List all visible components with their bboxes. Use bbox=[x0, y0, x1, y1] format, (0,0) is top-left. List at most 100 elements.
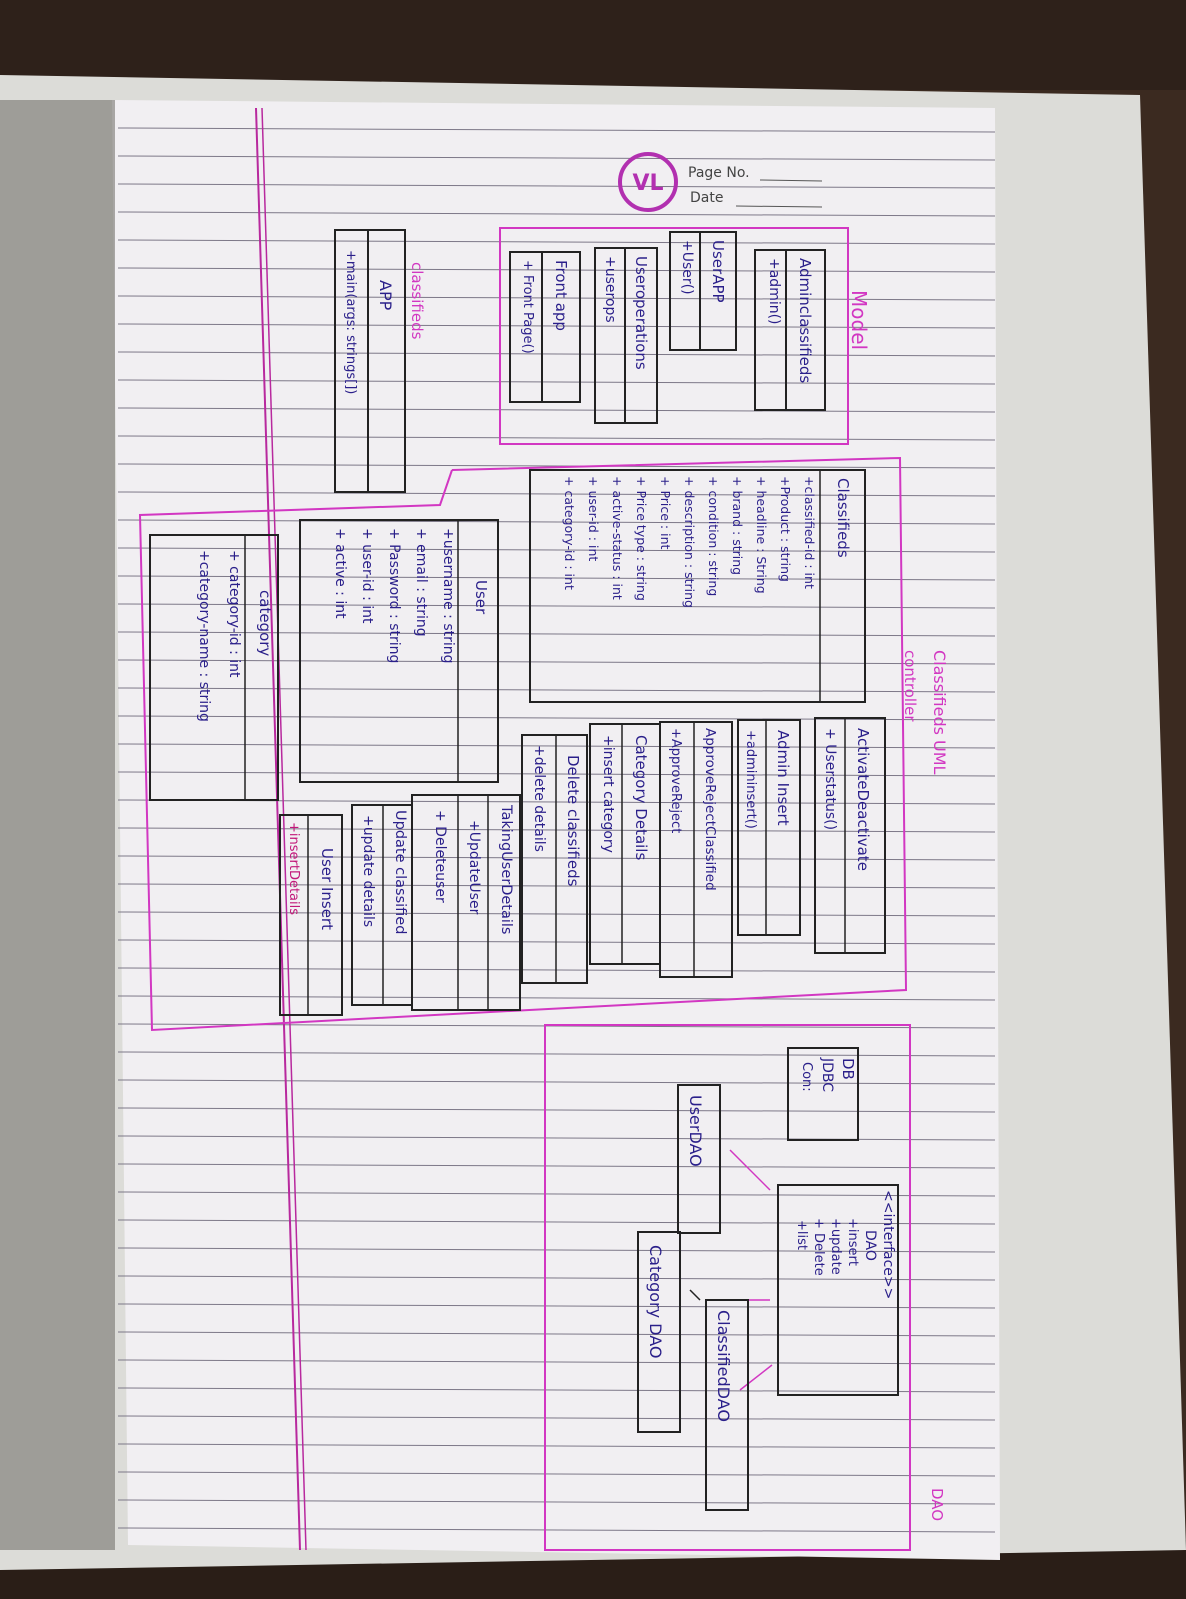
rule-line bbox=[117, 1415, 996, 1421]
class-member: + category-id : int bbox=[562, 476, 577, 590]
rule-line bbox=[117, 1247, 996, 1253]
class-name: User Insert bbox=[318, 848, 336, 930]
db-line: DB bbox=[839, 1058, 857, 1080]
class-name: Delete classifieds bbox=[564, 755, 582, 887]
rule-line bbox=[117, 1107, 996, 1113]
class-member: + Deleteuser bbox=[432, 810, 448, 903]
class-member: +admininsert() bbox=[743, 730, 758, 829]
class-member: + Front Page() bbox=[520, 260, 535, 354]
rule-line bbox=[117, 631, 996, 637]
class-userapp: UserAPP +User() bbox=[669, 231, 737, 351]
class-adminclassifieds: Adminclassifieds +admin() bbox=[754, 249, 826, 411]
rule-line bbox=[117, 1387, 996, 1393]
dao-categorydao: Category DAO bbox=[637, 1231, 681, 1433]
class-member: + email : string bbox=[413, 528, 429, 637]
date-label: Date bbox=[690, 190, 723, 206]
rule-line bbox=[117, 1331, 996, 1337]
class-name: Useroperations bbox=[632, 256, 650, 370]
class-member: + description : string bbox=[682, 476, 697, 608]
vl-logo-icon bbox=[618, 152, 678, 212]
interface-member: +update bbox=[828, 1218, 843, 1275]
interface-member: +insert bbox=[845, 1218, 860, 1266]
page-no-line bbox=[759, 179, 823, 182]
controller-title: controller bbox=[901, 650, 919, 722]
model-frame bbox=[499, 227, 849, 445]
rule-line bbox=[117, 659, 996, 665]
class-member: + brand : string bbox=[730, 476, 745, 575]
db-line: JDBC bbox=[819, 1057, 835, 1092]
rule-line bbox=[117, 1191, 996, 1197]
class-name: Category Details bbox=[632, 735, 650, 860]
interface-name: DAO bbox=[862, 1230, 878, 1261]
rule-line bbox=[117, 1051, 996, 1057]
date-line bbox=[735, 205, 823, 208]
class-member: +username : string bbox=[440, 528, 456, 664]
class-name: Front app bbox=[552, 260, 570, 331]
controller-frame bbox=[138, 456, 908, 1032]
class-name: category bbox=[256, 590, 274, 656]
model-title: Model bbox=[847, 290, 871, 350]
class-member: + condition : string bbox=[706, 476, 721, 596]
dao-classifieddao: ClassifiedDAO bbox=[705, 1299, 749, 1511]
rule-line bbox=[117, 1163, 996, 1169]
logo-group: VL bbox=[618, 152, 678, 212]
rule-line bbox=[117, 715, 996, 721]
controller-deleteclassifieds: Delete classifieds +delete details bbox=[521, 734, 588, 984]
dao-frame bbox=[544, 1024, 911, 1551]
class-member: + headline : String bbox=[754, 476, 769, 594]
controller-admininsert: Admin Insert +admininsert() bbox=[737, 719, 801, 936]
class-name: UserDAO bbox=[686, 1095, 705, 1167]
rule-line bbox=[117, 127, 996, 133]
class-user: User +username : string + email : string… bbox=[299, 519, 499, 783]
class-member: +insertDetails bbox=[286, 822, 301, 915]
class-category: category + category-id : int +category-n… bbox=[149, 534, 279, 801]
rule-line bbox=[117, 1443, 996, 1449]
class-member: + category-id : int bbox=[226, 550, 242, 678]
class-member: + Userstatus() bbox=[822, 728, 838, 830]
class-useroperations: Useroperations +userops bbox=[594, 247, 658, 424]
rule-line bbox=[117, 1219, 996, 1225]
connector bbox=[689, 1289, 701, 1301]
class-member: +ApproveReject bbox=[668, 728, 683, 833]
dao-interface-box: <<interface>> DAO +insert +update + Dele… bbox=[777, 1184, 899, 1396]
controller-categorydetails: Category Details +insert category bbox=[589, 723, 661, 965]
class-member: + active : int bbox=[332, 528, 348, 619]
uml-title: Classifieds UML bbox=[930, 650, 949, 775]
interface-stereotype: <<interface>> bbox=[880, 1190, 896, 1299]
rule-line bbox=[117, 603, 996, 609]
class-name: User bbox=[472, 580, 490, 615]
dao-db-box: DB JDBC Con: bbox=[787, 1047, 859, 1141]
controller-takinguserdetails: TakingUserDetails +UpdateUser + Deleteus… bbox=[411, 794, 521, 1011]
db-line: Con: bbox=[799, 1062, 814, 1092]
class-member: +admin() bbox=[766, 258, 782, 325]
rule-line bbox=[117, 1079, 996, 1085]
controller-updateclassified: Update classified +update details bbox=[351, 804, 413, 1006]
class-name: UserAPP bbox=[709, 240, 727, 303]
class-name: ApproveRejectClassified bbox=[702, 728, 718, 891]
dao-userdao: UserDAO bbox=[677, 1084, 721, 1234]
controller-activatedeactivate: ActivateDeactivate + Userstatus() bbox=[814, 717, 886, 954]
rule-line bbox=[117, 547, 996, 553]
desk-top bbox=[0, 0, 1186, 90]
rule-line bbox=[117, 1359, 996, 1365]
class-member: + Price : int bbox=[658, 476, 673, 549]
margin-line-2 bbox=[261, 107, 307, 1551]
interface-member: +list bbox=[794, 1220, 809, 1250]
rule-line bbox=[117, 1471, 996, 1477]
arrow-classifieddao bbox=[739, 1364, 773, 1391]
class-name: Update classified bbox=[392, 810, 408, 934]
page-no-label: Page No. bbox=[688, 165, 750, 181]
rule-line bbox=[117, 575, 996, 581]
class-member: + user-id : int bbox=[586, 476, 601, 561]
class-member: +delete details bbox=[531, 745, 547, 852]
class-member: +classified-id : int bbox=[802, 476, 817, 589]
class-app: classifieds APP +main(args: strings[]) bbox=[334, 229, 426, 493]
class-member: + user-id : int bbox=[359, 528, 375, 624]
class-member: + active-status : int bbox=[610, 476, 625, 600]
class-member: +update details bbox=[360, 815, 376, 927]
class-member: + Password : string bbox=[386, 528, 402, 663]
rule-line bbox=[117, 1499, 996, 1505]
class-member: +userops bbox=[602, 256, 618, 323]
class-frontapp: Front app + Front Page() bbox=[509, 251, 581, 403]
interface-member: + Delete bbox=[811, 1218, 826, 1276]
